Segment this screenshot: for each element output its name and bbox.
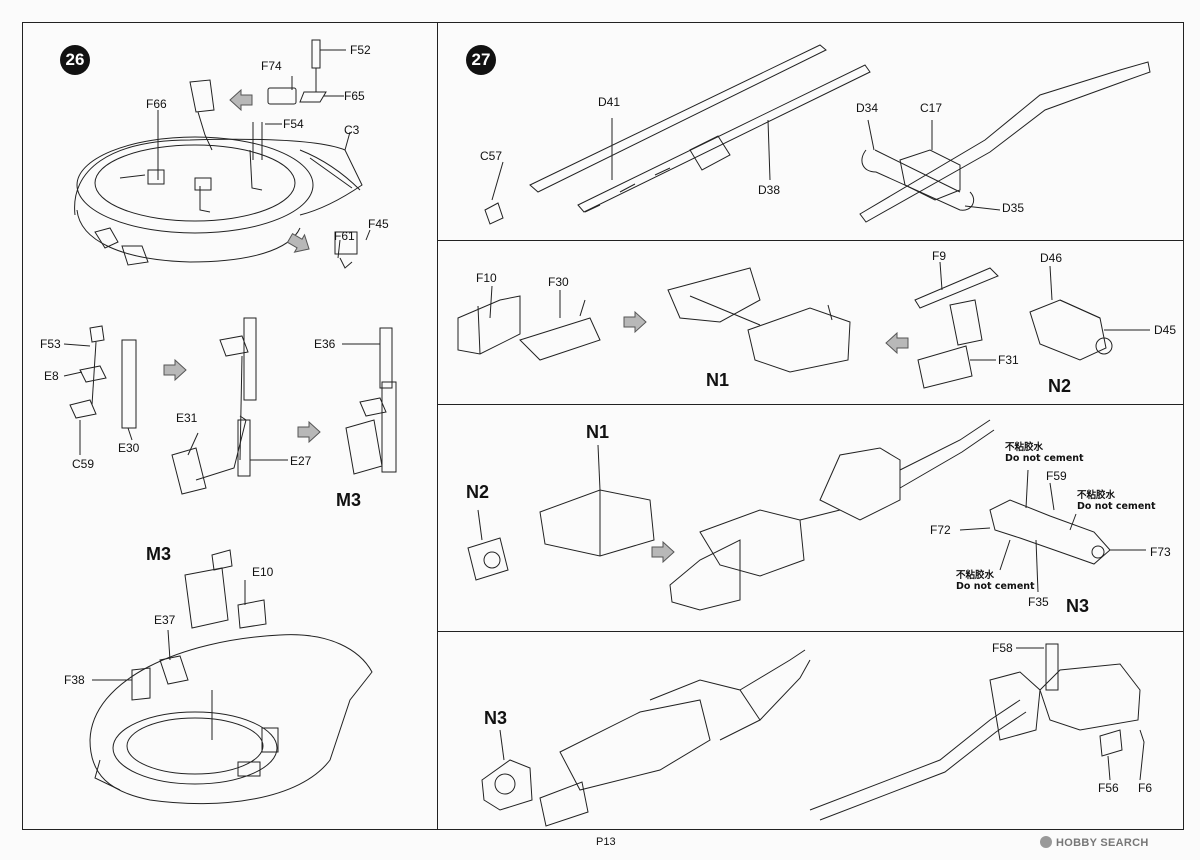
- part-label-d45: D45: [1154, 323, 1177, 337]
- page-frame: [22, 22, 1184, 830]
- barrel-parts-drawing: [484, 44, 1151, 225]
- breech-parts-drawing: [457, 261, 1150, 389]
- no-cement-note-3: 不粘胶水 Do not cement: [956, 570, 1035, 592]
- row-divider-1: [437, 240, 1184, 242]
- part-label-f30: F30: [548, 275, 569, 289]
- part-label-c17: C17: [920, 101, 943, 115]
- part-label-c59: C59: [72, 457, 95, 471]
- subassembly-label-n2-ref: N2: [466, 482, 490, 502]
- part-label-f52: F52: [350, 43, 371, 57]
- subassembly-label-m3-ref: M3: [146, 544, 172, 564]
- subassembly-label-n2: N2: [1048, 376, 1072, 396]
- subassembly-label-n1-ref: N1: [586, 422, 610, 442]
- turret-ring-drawing: [74, 136, 363, 266]
- part-label-d41: D41: [598, 95, 621, 109]
- turret-basket-drawing: [89, 549, 373, 805]
- subassembly-label-n3: N3: [1066, 596, 1090, 616]
- part-label-c3: C3: [344, 123, 360, 137]
- row-divider-2: [437, 404, 1184, 406]
- subassembly-label-m3: M3: [336, 490, 362, 510]
- part-label-e30: E30: [118, 441, 140, 455]
- no-cement-note-1: 不粘胶水 Do not cement: [1005, 442, 1084, 464]
- part-label-f31: F31: [998, 353, 1019, 367]
- part-label-f38: F38: [64, 673, 85, 687]
- part-label-d46: D46: [1040, 251, 1063, 265]
- part-label-f61: F61: [334, 229, 355, 243]
- page-number: P13: [596, 836, 616, 848]
- part-label-e10: E10: [252, 565, 274, 579]
- part-label-f74: F74: [261, 59, 282, 73]
- step-27-badge: 27: [466, 45, 496, 75]
- step-26-badge: 26: [60, 45, 90, 75]
- part-label-f9: F9: [932, 249, 947, 263]
- no-cement-note-2: 不粘胶水 Do not cement: [1077, 490, 1156, 512]
- seat-assembly-middle: [171, 317, 288, 495]
- part-label-e8: E8: [44, 369, 59, 383]
- seat-assembly-m3: [342, 327, 397, 475]
- column-divider: [437, 22, 439, 830]
- part-label-f10: F10: [476, 271, 497, 285]
- subassembly-label-n3-ref: N3: [484, 708, 508, 728]
- part-label-f66: F66: [146, 97, 167, 111]
- row-divider-3: [437, 631, 1184, 633]
- part-label-f53: F53: [40, 337, 61, 351]
- part-label-f73: F73: [1150, 545, 1171, 559]
- part-label-e36: E36: [314, 337, 336, 351]
- part-label-f56: F56: [1098, 781, 1119, 795]
- seat-assembly-left: [63, 325, 137, 455]
- part-label-c57: C57: [480, 149, 503, 163]
- part-label-d38: D38: [758, 183, 781, 197]
- part-label-e27: E27: [290, 454, 312, 468]
- part-label-f54: F54: [283, 117, 304, 131]
- part-label-d34: D34: [856, 101, 879, 115]
- part-label-f45: F45: [368, 217, 389, 231]
- part-label-f58: F58: [992, 641, 1013, 655]
- part-label-e37: E37: [154, 613, 176, 627]
- part-label-f35: F35: [1028, 595, 1049, 609]
- part-label-d35: D35: [1002, 201, 1025, 215]
- part-label-f6: F6: [1138, 781, 1153, 795]
- part-label-e31: E31: [176, 411, 198, 425]
- watermark-logo-icon: [1040, 836, 1052, 848]
- gun-subassembly-drawing: [467, 419, 1146, 611]
- periscope-parts: [189, 39, 358, 269]
- part-label-f65: F65: [344, 89, 365, 103]
- subassembly-label-n1: N1: [706, 370, 730, 390]
- final-assembly-drawing: [481, 643, 1145, 827]
- part-label-f72: F72: [930, 523, 951, 537]
- watermark-text: HOBBY SEARCH: [1056, 837, 1149, 849]
- part-label-f59: F59: [1046, 469, 1067, 483]
- watermark: HOBBY SEARCH: [1040, 836, 1149, 849]
